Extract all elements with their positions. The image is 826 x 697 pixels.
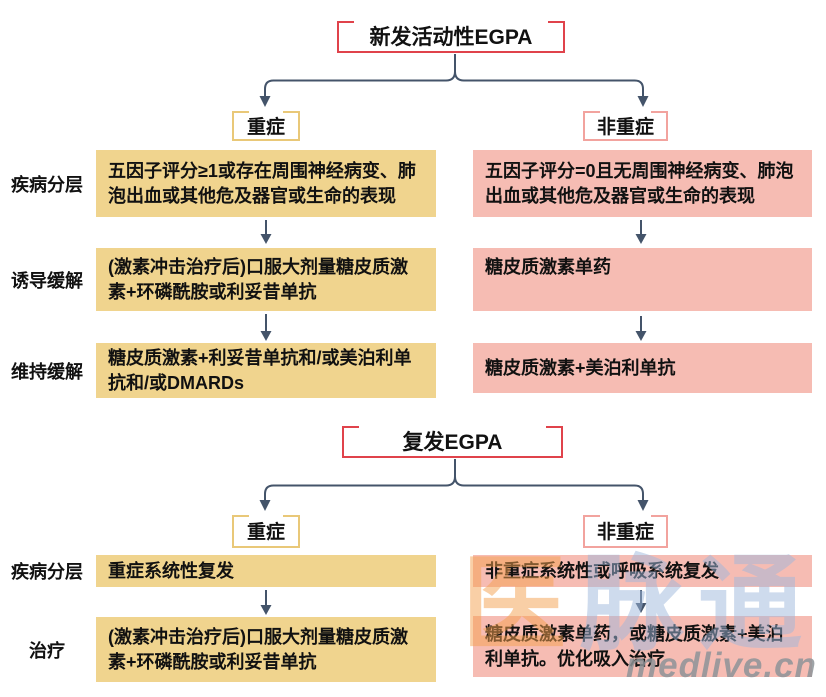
severe-label-text: 重症 [246,116,285,138]
section1-non-severe-induction-box: 糖皮质激素单药 [473,248,812,311]
section1-row-label-maintenance: 维持缓解 [11,361,83,382]
section1-title: 新发活动性EGPA [369,26,533,49]
section1-title-box: 新发活动性EGPA [337,21,565,53]
section1-severe-induction-box: (激素冲击治疗后)口服大剂量糖皮质激素+环磷酰胺或利妥昔单抗 [96,248,436,311]
non-severe-label-text: 非重症 [596,522,654,543]
section2-severe-stratification-box: 重症系统性复发 [96,555,436,587]
severe-label-text: 重症 [246,522,285,543]
section1-non-severe-branch-label: 非重症 [583,111,668,141]
section2-title-box: 复发EGPA [342,426,563,458]
section1-severe-branch-label: 重症 [232,111,300,141]
section2-row-label-treatment: 治疗 [29,640,65,661]
section1-row-label-induction: 诱导缓解 [11,270,83,291]
section1-non-severe-maintenance-box: 糖皮质激素+美泊利单抗 [473,343,812,393]
section2-non-severe-stratification-box: 非重症系统性或呼吸系统复发 [473,555,812,587]
section2-row-label-stratification: 疾病分层 [11,562,83,582]
section2-title: 复发EGPA [402,431,503,454]
section1-severe-maintenance-box: 糖皮质激素+利妥昔单抗和/或美泊利单抗和/或DMARDs [96,343,436,398]
section1-row-label-stratification: 疾病分层 [11,174,83,195]
section1-severe-stratification-box: 五因子评分≥1或存在周围神经病变、肺泡出血或其他危及器官或生命的表现 [96,150,436,217]
section2-non-severe-branch-label: 非重症 [583,515,668,548]
non-severe-label-text: 非重症 [596,116,654,138]
section1-non-severe-stratification-box: 五因子评分=0且无周围神经病变、肺泡出血或其他危及器官或生命的表现 [473,150,812,217]
section2-severe-treatment-box: (激素冲击治疗后)口服大剂量糖皮质激素+环磷酰胺或利妥昔单抗 [96,617,436,682]
section2-severe-branch-label: 重症 [232,515,300,548]
section2-non-severe-treatment-box: 糖皮质激素单药，或糖皮质激素+美泊利单抗。优化吸入治疗 [473,616,812,677]
